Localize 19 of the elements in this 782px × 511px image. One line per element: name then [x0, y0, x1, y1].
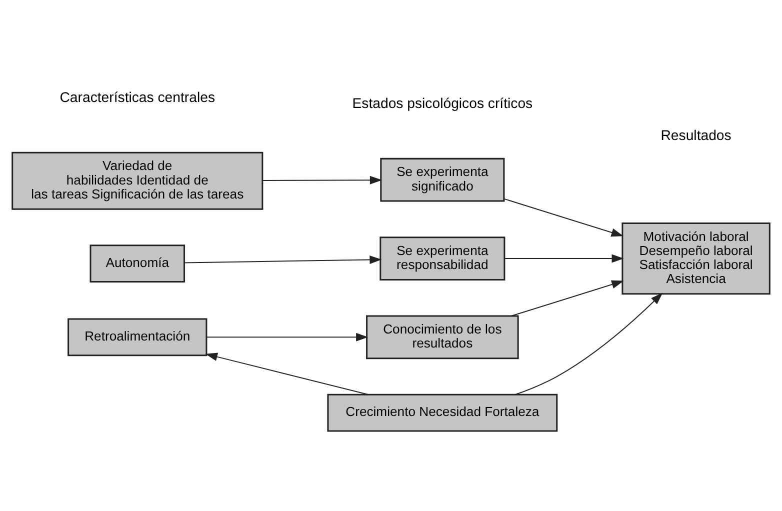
arrow — [205, 352, 369, 396]
label: Estados psicológicos críticos — [352, 94, 533, 111]
node-box: Autonomía — [90, 244, 186, 282]
label: Características centrales — [60, 88, 216, 105]
node-box: Se experimenta responsabilidad — [380, 236, 506, 280]
arrow — [511, 280, 624, 316]
node-box: Conocimiento de los resultados — [366, 315, 519, 360]
arrow — [504, 254, 624, 263]
node-box: Se experimenta significado — [380, 158, 505, 202]
arrow — [206, 332, 368, 342]
arrow — [184, 255, 382, 264]
arrow — [504, 198, 624, 237]
label: Resultados — [660, 127, 732, 144]
node-box: Motivación laboral Desempeño laboral Satisfacción laboral Asistencia — [622, 222, 770, 295]
node-box: Retroalimentación — [68, 318, 208, 356]
node-box: Crecimiento Necesidad Fortaleza — [327, 394, 558, 432]
node-box: Variedad de habilidades Identidad de las tareas Significación de las tareas — [12, 152, 264, 210]
arrow — [515, 292, 663, 396]
arrow — [262, 176, 382, 184]
